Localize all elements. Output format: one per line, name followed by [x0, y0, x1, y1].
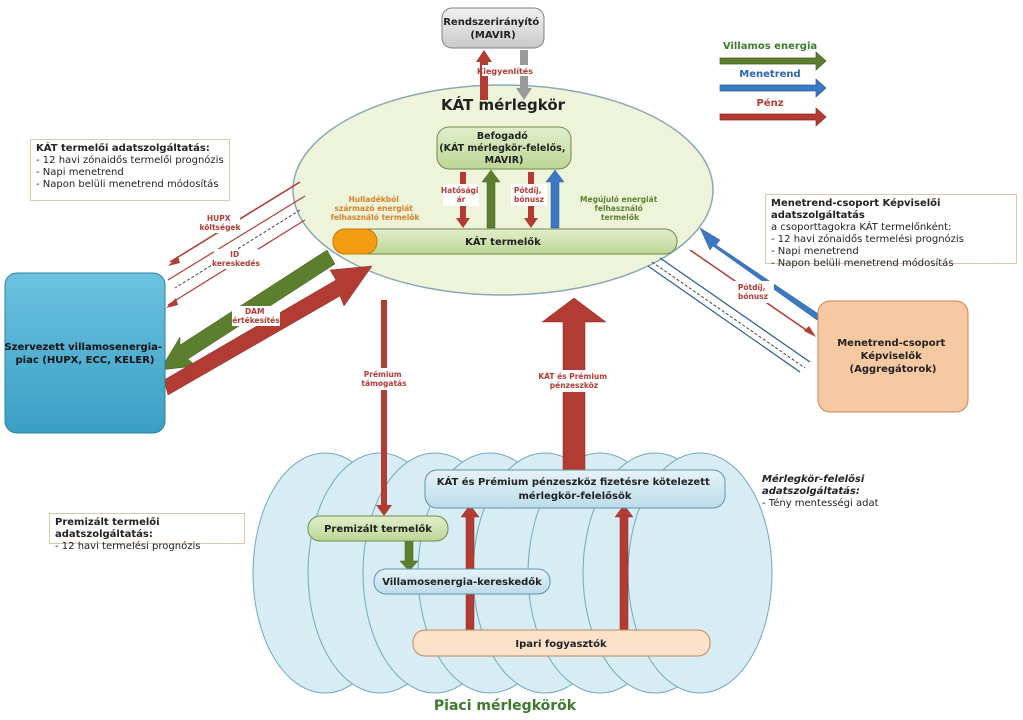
dam-label-2: értékesítés [232, 316, 280, 325]
note-item: Napi menetrend [36, 167, 224, 179]
kat-producer-data-title: KÁT termelői adatszolgáltatás: [36, 143, 210, 154]
electricity-traders-box [373, 568, 551, 595]
befogado-label-3: MAVIR) [485, 155, 524, 166]
balance-responsible-data-list: Tény mentességi adat [762, 498, 962, 510]
svg-text:Szervezett villamosenergia-: Szervezett villamosenergia- piac (HUPX, … [4, 342, 165, 366]
id-label-2: kereskedés [212, 259, 260, 268]
hupx-label-1: HUPX [207, 214, 231, 223]
svg-text:Menetrend-csoport Képvisel: Menetrend-csoport Képviselők (Aggregátor… [837, 338, 949, 375]
premium-support-label-1: Prémium [364, 370, 402, 379]
svg-text:KÁT és Prémium pénzeszköz: KÁT és Prémium pénzeszköz [538, 372, 609, 390]
svg-text:Pótdíj, bónusz: Pótdíj, bónusz [514, 186, 544, 204]
note-item: Napon belüli menetrend módosítás [36, 179, 224, 191]
aggregator-label-2: Képviselők [861, 350, 922, 362]
kat-producer-data-note: KÁT termelői adatszolgáltatás: 12 havi z… [30, 139, 230, 201]
svg-text:Befogadó (KÁT mérlegkör-fe: Befogadó (KÁT mérlegkör-felelős, MAVIR) [439, 131, 568, 166]
balance-responsible-data-title: Mérlegkör-felelősi adatszolgáltatás: [762, 474, 865, 497]
note-item: Napon belüli menetrend módosítás [771, 258, 1011, 270]
aggregator-label-1: Menetrend-csoport [837, 338, 945, 349]
svg-text:Rendszerirányító (MAVIR): Rendszerirányító (MAVIR) [443, 16, 543, 41]
organized-market-label-1: Szervezett villamosenergia- [4, 342, 162, 353]
svg-text:Hulladékból származó energ: Hulladékból származó energiát felhasznál… [331, 195, 421, 222]
befogado-box [436, 126, 572, 170]
megujulo-label-2: felhasználó [595, 204, 643, 213]
svg-text:KÁT és Prémium pénzeszköz fize: KÁT és Prémium pénzeszköz fizetésre köte… [437, 475, 714, 502]
svg-text:Prémium támogatás: Prémium támogatás [361, 370, 407, 388]
svg-text:Hatósági ár: Hatósági ár [441, 186, 481, 204]
dam-label-1: DAM [245, 307, 265, 316]
svg-text:DAM értékesítés: DAM értékesítés [232, 307, 280, 325]
hatosagi-label-2: ár [457, 195, 466, 204]
kat-premium-obligated-box [424, 469, 726, 509]
kat-premium-funds-label-1: KÁT és Prémium [538, 372, 607, 381]
mavir-box [441, 7, 545, 49]
industrial-consumers-label: Ipari fogyasztók [515, 638, 607, 650]
hulladek-label-1: Hulladékból [349, 195, 399, 204]
aggregator-label-3: (Aggregátorok) [850, 363, 937, 375]
kat-producers-label: KÁT termelők [465, 235, 541, 248]
hatosagi-label-1: Hatósági [441, 186, 479, 195]
kat-premium-funds-label-2: pénzeszköz [550, 381, 598, 390]
megujulo-label-3: termelők [601, 213, 640, 222]
legend-green-arrow [719, 51, 827, 71]
aggregator-box [817, 300, 969, 413]
balance-responsible-data-note: Mérlegkör-felelősi adatszolgáltatás: Tén… [762, 474, 962, 510]
befogado-label-1: Befogadó [477, 131, 528, 142]
id-label-1: ID [230, 250, 239, 259]
svg-text:Megújuló energiát felhaszn: Megújuló energiát felhasználó termelők [580, 195, 660, 222]
legend-blue-arrow [719, 78, 827, 98]
hulladek-label-2: származó energiát [334, 204, 413, 213]
mavir-label-2: (MAVIR) [470, 30, 515, 41]
kat-balance-ellipse [292, 84, 714, 296]
premium-producers-label: Premizált termelők [324, 523, 432, 535]
potdij-inner-label-2: bónusz [514, 195, 544, 204]
kat-producer-data-list: 12 havi zónaidős termelői prognózis Napi… [36, 155, 224, 191]
potdij-right-label-2: bónusz [738, 292, 768, 301]
svg-text:Pótdíj, bónusz: Pótdíj, bónusz [738, 283, 768, 301]
potdij-right-label-1: Pótdíj, [738, 283, 766, 292]
note-item: 12 havi zónaidős termelői prognózis [36, 155, 224, 167]
legend-red-arrow [719, 107, 827, 127]
premium-producers-box [307, 515, 449, 542]
legend [719, 51, 827, 127]
schedule-group-data-note: Menetrend-csoport Képviselői adatszolgál… [765, 194, 1017, 269]
organized-market-label-2: piac (HUPX, ECC, KELER) [16, 355, 155, 366]
svg-text:HUPX költségek: HUPX költségek [199, 214, 241, 232]
lower-arrows [399, 504, 634, 631]
legend-menetrend-label: Menetrend [739, 69, 800, 80]
note-item: 12 havi zónaidős termelési prognózis [771, 234, 1011, 246]
kat-balance-title: KÁT mérlegkör [441, 95, 566, 114]
schedule-group-data-title: Menetrend-csoport Képviselői adatszolgál… [771, 198, 941, 221]
industrial-consumers-box [412, 629, 711, 657]
hupx-label-2: költségek [199, 223, 241, 232]
note-item: Napi menetrend [771, 246, 1011, 258]
premium-producer-data-note: Premizált termelői adatszolgáltatás: 12 … [49, 513, 245, 552]
befogado-label-2: (KÁT mérlegkör-felelős, [439, 142, 565, 154]
premium-producer-data-title: Premizált termelői adatszolgáltatás: [55, 517, 160, 540]
kat-premium-obligated-label-2: mérlegkör-felelősök [519, 490, 632, 502]
svg-text:ID kereskedés: ID kereskedés [212, 250, 260, 268]
note-item: 12 havi termelési prognózis [55, 541, 239, 553]
megujulo-label-1: Megújuló energiát [580, 195, 658, 204]
kiegyenlites-label: Kiegyenlítés [477, 66, 533, 76]
premium-support-label-2: támogatás [361, 379, 407, 388]
mavir-label-1: Rendszerirányító [443, 16, 539, 28]
premium-producer-data-list: 12 havi termelési prognózis [55, 541, 239, 553]
hulladek-label-3: felhasználó termelők [331, 213, 421, 222]
waste-producers-marker [332, 228, 378, 255]
electricity-traders-label: Villamosenergia-kereskedők [382, 576, 542, 588]
note-item: Tény mentességi adat [762, 498, 962, 510]
premium-support-arrow [376, 300, 392, 516]
schedule-group-data-subtitle: a csoporttagokra KÁT termelőnként: [771, 222, 952, 233]
potdij-inner-label-1: Pótdíj, [514, 186, 542, 195]
schedule-group-data-list: 12 havi zónaidős termelési prognózis Nap… [771, 234, 1011, 270]
kat-premium-obligated-label-1: KÁT és Prémium pénzeszköz fizetésre köte… [437, 475, 710, 488]
legend-penz-label: Pénz [756, 97, 783, 109]
organized-market-box [4, 272, 166, 434]
market-balance-title: Piaci mérlegkörök [434, 698, 577, 714]
legend-villamos-label: Villamos energia [723, 41, 817, 52]
